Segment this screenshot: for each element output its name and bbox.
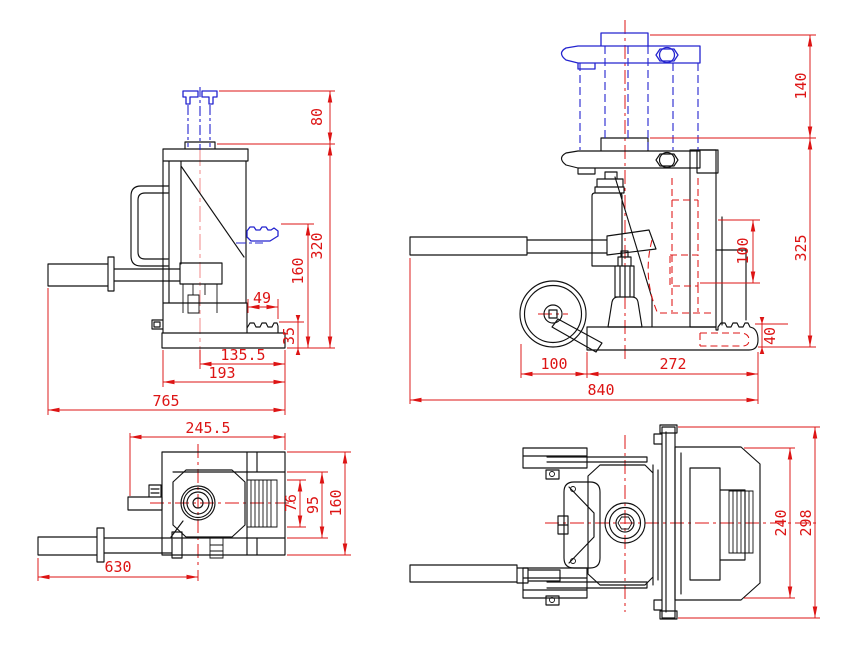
ram-outer <box>180 485 216 521</box>
wheel-inner <box>523 284 583 344</box>
base <box>586 322 759 351</box>
ram-circles <box>180 485 216 521</box>
dim-label-screw-travel: 140 <box>792 72 810 99</box>
extension-lines <box>678 426 820 619</box>
ram-ring <box>182 487 214 519</box>
dim-label-overall-length: 840 <box>587 381 614 399</box>
handle-socket-tab <box>127 484 163 511</box>
dim-label-toe-min-height: 35 <box>280 327 298 345</box>
housing-bolt-top <box>570 486 576 492</box>
saddle-arm <box>560 137 719 175</box>
pump-housing <box>172 469 246 538</box>
pump-assembly <box>591 171 653 328</box>
dim-label-wheel-offset: 100 <box>540 355 567 373</box>
view-plan-right: 240 298 <box>409 424 820 620</box>
wheel-housing <box>557 481 601 569</box>
view-side-right: 140 325 100 40 100 272 840 <box>409 20 816 404</box>
dim-label-toe-min-height: 40 <box>761 327 779 345</box>
ram-center <box>192 497 204 509</box>
saddle-bolt <box>658 151 676 169</box>
dim-label-base-front-length: 135.5 <box>220 346 265 364</box>
dim-label-toe-stroke: 100 <box>734 237 752 264</box>
saddle-bolt-hex <box>655 153 679 167</box>
dim-label-plate-depth: 298 <box>797 509 815 536</box>
wheel-hub <box>543 304 563 324</box>
phantom-saddle-bolt <box>658 46 676 64</box>
dim-label-screw-travel: 80 <box>308 108 326 126</box>
phantom-screw-stems <box>187 87 211 150</box>
dim-label-toe-plate-width: 76 <box>282 494 300 512</box>
dim-label-slide-width: 95 <box>304 496 322 514</box>
ram-hex-socket <box>617 516 633 530</box>
frame-arms <box>522 447 648 606</box>
extension-lines <box>47 90 335 415</box>
extension-lines <box>37 433 351 581</box>
dim-label-toe-raised-height: 160 <box>289 257 307 284</box>
dim-label-handle-length: 630 <box>104 558 131 576</box>
phantom-travel-lines <box>579 46 699 150</box>
ram-housing <box>674 446 761 601</box>
jack-body <box>151 141 286 349</box>
dim-label-overall-height: 325 <box>792 234 810 261</box>
phantom-saddle <box>560 32 701 70</box>
dim-label-body-depth: 240 <box>772 509 790 536</box>
handle-bracket <box>130 185 169 267</box>
dim-label-base-length: 193 <box>208 364 235 382</box>
ram-mid <box>186 491 210 515</box>
handle <box>409 229 657 256</box>
dim-label-overall-width: 245.5 <box>185 419 230 437</box>
phantom-screw-head <box>182 90 218 105</box>
dim-label-base-length: 272 <box>659 355 686 373</box>
dim-label-overall-height: 320 <box>308 232 326 259</box>
hidden-toe-lines <box>647 178 750 347</box>
pump-detail <box>182 284 218 314</box>
ram-outer <box>604 502 646 544</box>
dim-label-body-depth: 160 <box>327 489 345 516</box>
ram-ring <box>608 506 642 540</box>
dim-label-overall-length: 765 <box>152 392 179 410</box>
housing-bolt-bottom <box>570 558 576 564</box>
view-plan-left: 245.5 76 95 160 630 <box>37 419 351 581</box>
wheel-axle <box>548 309 558 319</box>
handle <box>47 256 223 292</box>
handle <box>37 520 184 563</box>
arm-bolt-top <box>549 471 555 477</box>
dim-label-toe-length: 49 <box>253 289 271 307</box>
toe-plate-ribs <box>246 479 278 528</box>
ram-circles <box>604 502 646 544</box>
arm-bolt-bottom <box>549 597 555 603</box>
foot-lever <box>551 318 603 353</box>
view-side-left: 80 320 160 49 35 135.5 193 765 <box>47 87 335 415</box>
phantom-saddle-bolt-hex <box>655 48 679 62</box>
toe-plate-edge <box>653 424 678 620</box>
extension-lines <box>409 34 816 404</box>
toe-serration-ribs <box>728 490 754 554</box>
wheel <box>519 280 603 353</box>
release-bolt <box>209 537 224 559</box>
ram-inner <box>615 513 635 533</box>
wheel-outer <box>519 280 587 348</box>
phantom-toe <box>246 226 279 242</box>
body-octagon <box>587 464 659 586</box>
